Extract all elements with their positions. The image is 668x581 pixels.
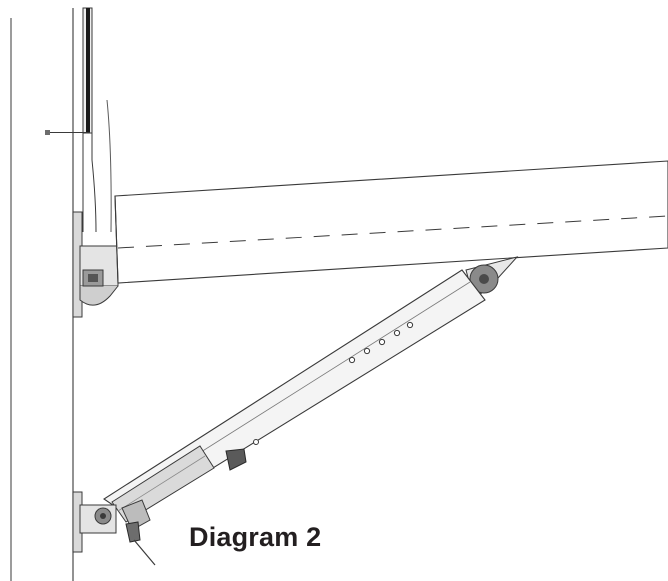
pointer-marker [45, 130, 90, 135]
diagram-caption: Diagram 2 [189, 522, 322, 552]
adjustment-holes [348, 321, 414, 364]
vertical-rail [82, 7, 112, 233]
horizontal-arm [114, 160, 668, 284]
lower-wall-bracket [72, 491, 156, 566]
upper-pivot [465, 256, 519, 301]
arm-centerline-dashed [117, 215, 668, 249]
release-lever [133, 539, 156, 566]
